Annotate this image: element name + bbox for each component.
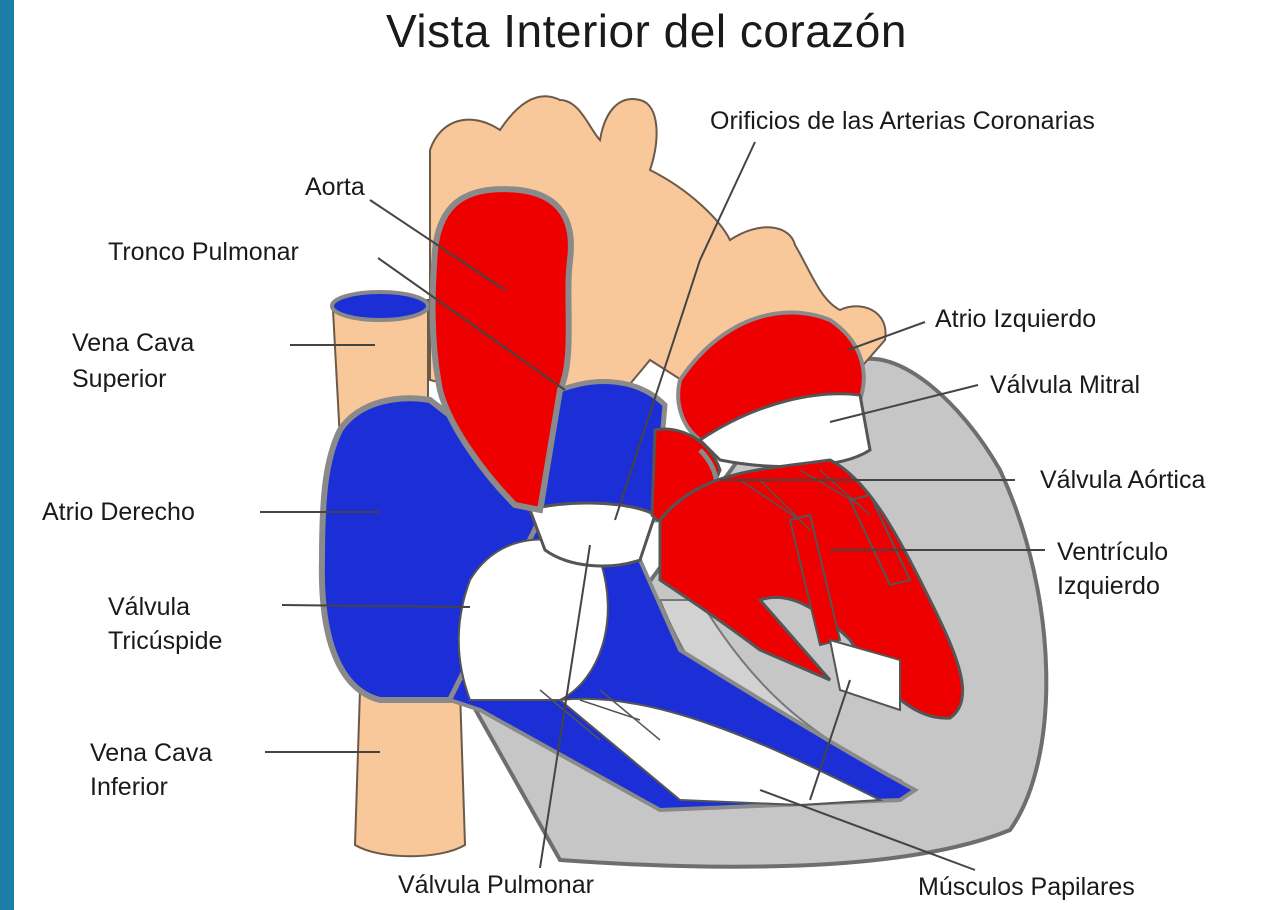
left-ventricle-lower-white <box>828 638 901 712</box>
label-orificios-arterias-coronarias: Orificios de las Arterias Coronarias <box>710 107 1095 135</box>
papillary-area <box>557 697 884 807</box>
label-valvula-tricuspide-line2: Tricúspide <box>108 627 223 655</box>
label-ventriculo-izquierdo-line2: Izquierdo <box>1057 572 1160 600</box>
label-valvula-tricuspide-line1: Válvula <box>108 593 190 621</box>
tricuspid-area <box>457 538 609 701</box>
vena-cava-superior-opening <box>330 290 430 322</box>
label-vena-cava-superior-line2: Superior <box>72 365 167 393</box>
label-musculos-papilares: Músculos Papilares <box>918 873 1135 901</box>
label-valvula-aortica: Válvula Aórtica <box>1040 466 1206 494</box>
aorta <box>429 186 574 514</box>
papillary-muscle-1 <box>788 513 842 647</box>
label-tronco-pulmonar: Tronco Pulmonar <box>108 238 299 266</box>
label-atrio-izquierdo: Atrio Izquierdo <box>935 305 1097 333</box>
label-valvula-mitral: Válvula Mitral <box>990 371 1141 399</box>
chordae-tendineae <box>539 469 871 741</box>
label-atrio-derecho: Atrio Derecho <box>42 498 195 526</box>
label-aorta: Aorta <box>305 173 365 201</box>
mitral-valve <box>697 392 872 469</box>
papillary-muscle-2 <box>848 493 912 587</box>
label-vena-cava-inferior-line1: Vena Cava <box>90 739 213 767</box>
label-vena-cava-superior-line1: Vena Cava <box>72 329 195 357</box>
pulmonary-valve <box>528 501 657 568</box>
diagram-title: Vista Interior del corazón <box>386 5 907 57</box>
label-valvula-pulmonar: Válvula Pulmonar <box>398 871 594 899</box>
label-vena-cava-inferior-line2: Inferior <box>90 773 168 801</box>
leader-lines <box>260 141 1045 871</box>
vena-cava-inferior <box>353 689 467 858</box>
label-ventriculo-izquierdo-line1: Ventrículo <box>1057 538 1169 566</box>
left-accent-bar <box>0 0 14 910</box>
